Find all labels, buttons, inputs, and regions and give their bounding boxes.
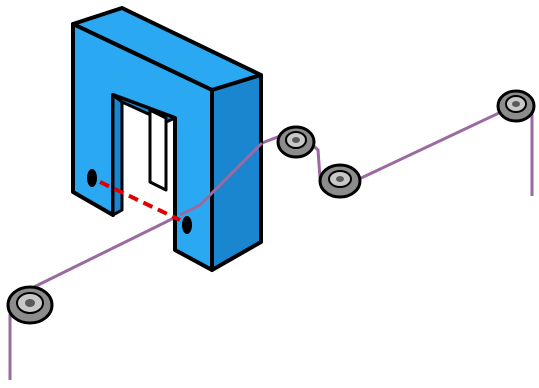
roller-left: [6, 285, 54, 325]
head-gap-line: [99, 180, 181, 222]
tape-segment-gap: [179, 141, 264, 217]
pole-hole-right: [182, 216, 192, 234]
magnet-inner-wall-left: [111, 93, 124, 217]
roller-mid-lower: [318, 163, 362, 199]
roller-right: [496, 89, 536, 123]
head-magnet: [71, 6, 263, 272]
magnet-right-face: [210, 73, 263, 272]
roller-mid-upper: [276, 125, 316, 159]
pole-hole-left: [87, 169, 97, 187]
magnet-gap-opening: [148, 108, 168, 192]
